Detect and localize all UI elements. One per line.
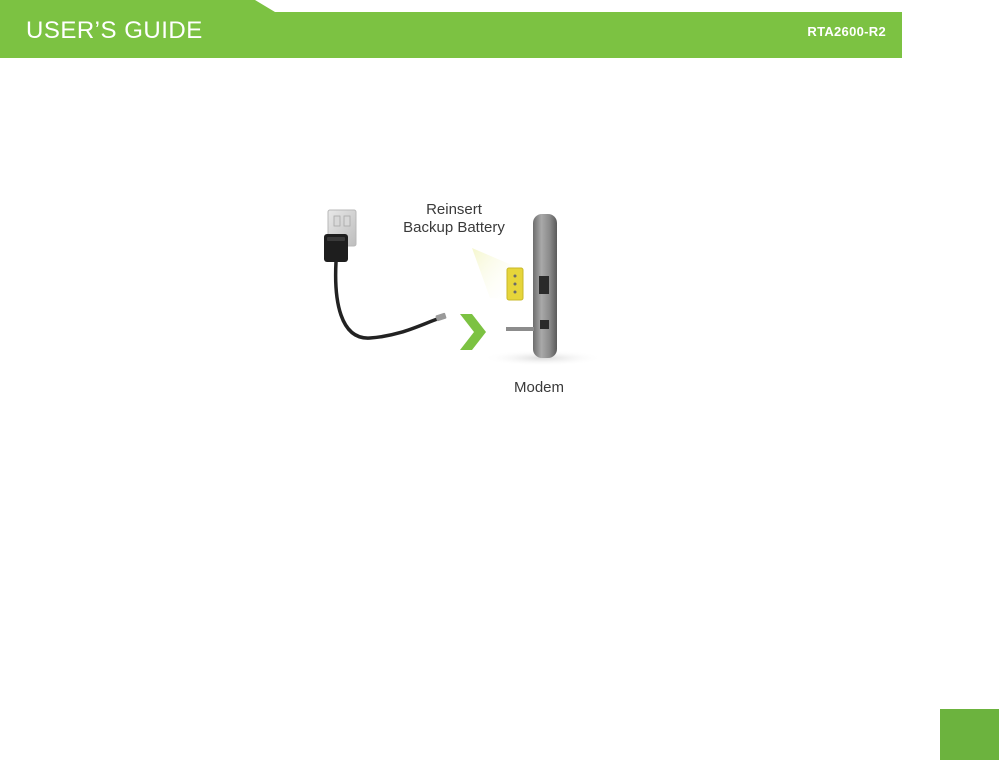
model-number: RTA2600-R2 [807, 24, 886, 40]
reinsert-battery-label: Reinsert Backup Battery [380, 201, 528, 237]
power-plug [324, 234, 348, 262]
header-title: USER’S GUIDE [26, 17, 203, 45]
chevron-right-icon [460, 314, 486, 350]
page-number-tab [940, 709, 999, 760]
backup-battery [507, 268, 523, 300]
reinsert-label-line1: Reinsert [380, 201, 528, 219]
modem-label: Modem [514, 379, 564, 397]
power-cable [336, 262, 440, 338]
cable-tip [435, 313, 446, 322]
header-bar: USER’S GUIDE RTA2600-R2 [0, 0, 902, 58]
reinsert-label-line2: Backup Battery [380, 219, 528, 237]
